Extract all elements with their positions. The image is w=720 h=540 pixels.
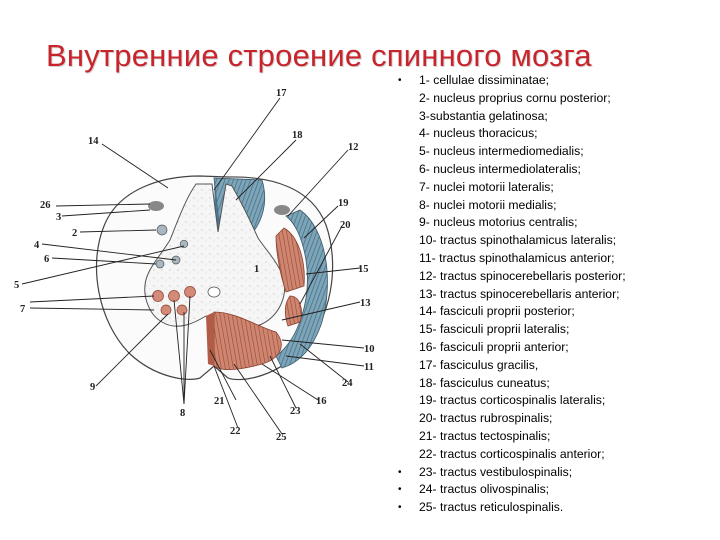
- legend-item: 21- tractus tectospinalis;: [400, 428, 715, 446]
- legend-item-text: 23- tractus vestibulospinalis;: [419, 464, 573, 479]
- central-canal: [207, 286, 221, 298]
- legend-item: 2- nucleus proprius cornu posterior;: [400, 90, 715, 108]
- legend-item-text: 5- nucleus intermediomedialis;: [419, 144, 584, 159]
- legend-item: 17- fasciculus gracilis,: [400, 357, 715, 375]
- legend-item: • 23- tractus vestibulospinalis;: [398, 464, 715, 482]
- legend-item-text: 18- fasciculus cuneatus;: [419, 375, 550, 390]
- legend-item: 7- nuclei motorii lateralis;: [400, 179, 715, 197]
- anterior-corticospinal-tract: [213, 311, 282, 370]
- legend-item: 14- fasciculi proprii posterior;: [400, 303, 715, 321]
- legend-item: • 1- cellulae dissiminatae;: [398, 72, 715, 90]
- label-21: 21: [214, 396, 225, 407]
- label-25: 25: [276, 432, 287, 443]
- label-13: 13: [360, 298, 371, 309]
- legend-item: 3-substantia gelatinosa;: [400, 108, 715, 126]
- nucleus-thoracicus: [179, 239, 189, 249]
- legend-item-text: 25- tractus reticulospinalis.: [419, 500, 564, 515]
- legend-item-text: 13- tractus spinocerebellaris anterior;: [419, 286, 620, 301]
- label-7: 7: [20, 304, 25, 315]
- legend-item-text: 4- nucleus thoracicus;: [419, 126, 538, 141]
- legend-item-text: 11- tractus spinothalamicus anterior;: [419, 250, 615, 265]
- legend-item: 18- fasciculus cuneatus;: [400, 375, 715, 393]
- motor-nucleus-c: [184, 286, 196, 298]
- legend-item: 16- fasciculi proprii anterior;: [400, 339, 715, 357]
- legend-item-text: 14- fasciculi proprii posterior;: [419, 304, 575, 319]
- legend-item: 10- tractus spinothalamicus lateralis;: [400, 232, 715, 250]
- label-26: 26: [40, 200, 51, 211]
- bullet-icon: •: [398, 484, 402, 496]
- legend-item: 8- nuclei motorii medialis;: [400, 197, 715, 215]
- legend-item-text: 8- nuclei motorii medialis;: [419, 197, 557, 212]
- legend-item: 13- tractus spinocerebellaris anterior;: [400, 286, 715, 304]
- legend-item: 22- tractus corticospinalis anterior;: [400, 446, 715, 464]
- label-18: 18: [292, 130, 303, 141]
- legend-item-text: 1- cellulae dissiminatae;: [419, 73, 550, 87]
- legend-item: • 25- tractus reticulospinalis.: [398, 499, 715, 517]
- legend-item: 9- nucleus motorius centralis;: [400, 214, 715, 232]
- label-4: 4: [34, 240, 40, 251]
- spinal-cord-diagram: 17 18 14 12 26 3 2 4 6 5 7 9 8 1 19 20 1…: [14, 88, 375, 443]
- label-3: 3: [56, 212, 61, 223]
- label-17: 17: [276, 88, 287, 99]
- legend-item-text: 12- tractus spinocerebellaris posterior;: [419, 268, 626, 283]
- legend-item: 6- nucleus intermediolateralis;: [400, 161, 715, 179]
- label-6: 6: [44, 254, 49, 265]
- legend-item-text: 3-substantia gelatinosa;: [419, 108, 548, 123]
- legend-item-text: 22- tractus corticospinalis anterior;: [419, 446, 605, 461]
- substantia-gelatinosa-left: [148, 201, 164, 211]
- legend-list: • 1- cellulae dissiminatae; 2- nucleus pro…: [398, 72, 715, 517]
- legend-item-text: 16- fasciculi proprii anterior;: [419, 339, 569, 354]
- label-14: 14: [88, 136, 99, 147]
- bullet-icon: •: [398, 466, 402, 478]
- legend-item: 11- tractus spinothalamicus anterior;: [400, 250, 715, 268]
- nucleus-proprius: [156, 224, 168, 236]
- label-15: 15: [358, 264, 369, 275]
- label-2: 2: [72, 228, 77, 239]
- legend-item-text: 19- tractus corticospinalis lateralis;: [419, 393, 606, 408]
- bullet-icon: •: [398, 502, 402, 514]
- legend-item: • 24- tractus olivospinalis;: [398, 481, 715, 499]
- legend-item-text: 6- nucleus intermediolateralis;: [419, 161, 581, 176]
- label-1: 1: [254, 264, 259, 275]
- motor-nucleus-d: [160, 304, 172, 316]
- label-12: 12: [348, 142, 359, 153]
- motor-nucleus-e: [176, 304, 188, 316]
- legend-item-text: 21- tractus tectospinalis;: [419, 428, 551, 443]
- bullet-icon: •: [398, 75, 402, 86]
- legend-item-text: 10- tractus spinothalamicus lateralis;: [419, 233, 617, 248]
- legend-item: 5- nucleus intermediomedialis;: [400, 143, 715, 161]
- legend-item-text: 2- nucleus proprius cornu posterior;: [419, 90, 611, 105]
- legend-item: 12- tractus spinocerebellaris posterior;: [400, 268, 715, 286]
- legend-item: 4- nucleus thoracicus;: [400, 125, 715, 143]
- nucleus-intermediolateralis: [155, 259, 165, 269]
- label-19: 19: [338, 198, 349, 209]
- label-8: 8: [180, 408, 185, 419]
- label-16: 16: [316, 396, 327, 407]
- label-22: 22: [230, 426, 241, 437]
- label-23: 23: [290, 406, 301, 417]
- legend-item-text: 9- nucleus motorius centralis;: [419, 215, 578, 230]
- corticospinal-lateral-tract: [275, 227, 305, 293]
- legend-item: 20- tractus rubrospinalis;: [400, 410, 715, 428]
- label-20: 20: [340, 220, 351, 231]
- legend-item: 19- tractus corticospinalis lateralis;: [400, 392, 715, 410]
- label-9: 9: [90, 382, 95, 393]
- motor-nucleus-b: [168, 290, 180, 302]
- tectospinal-tract: [206, 312, 214, 366]
- legend-item-text: 15- fasciculi proprii lateralis;: [419, 322, 570, 337]
- spinocerebellar-tract: [275, 209, 328, 369]
- label-11: 11: [364, 362, 374, 373]
- label-24: 24: [342, 378, 353, 389]
- label-5: 5: [14, 280, 19, 291]
- pointer-lines: [21, 97, 365, 435]
- legend-item-text: 20- tractus rubrospinalis;: [419, 411, 553, 426]
- label-10: 10: [364, 344, 375, 355]
- legend-item: 15- fasciculi proprii lateralis;: [400, 321, 715, 339]
- legend-item-text: 17- fasciculus gracilis,: [419, 357, 539, 372]
- motor-nucleus-a: [152, 290, 164, 302]
- slide-title: Внутренние строение спинного мозга: [46, 38, 592, 73]
- substantia-gelatinosa-right: [274, 205, 290, 215]
- legend-item-text: 24- tractus olivospinalis;: [419, 482, 550, 497]
- legend-item-text: 7- nuclei motorii lateralis;: [419, 179, 554, 194]
